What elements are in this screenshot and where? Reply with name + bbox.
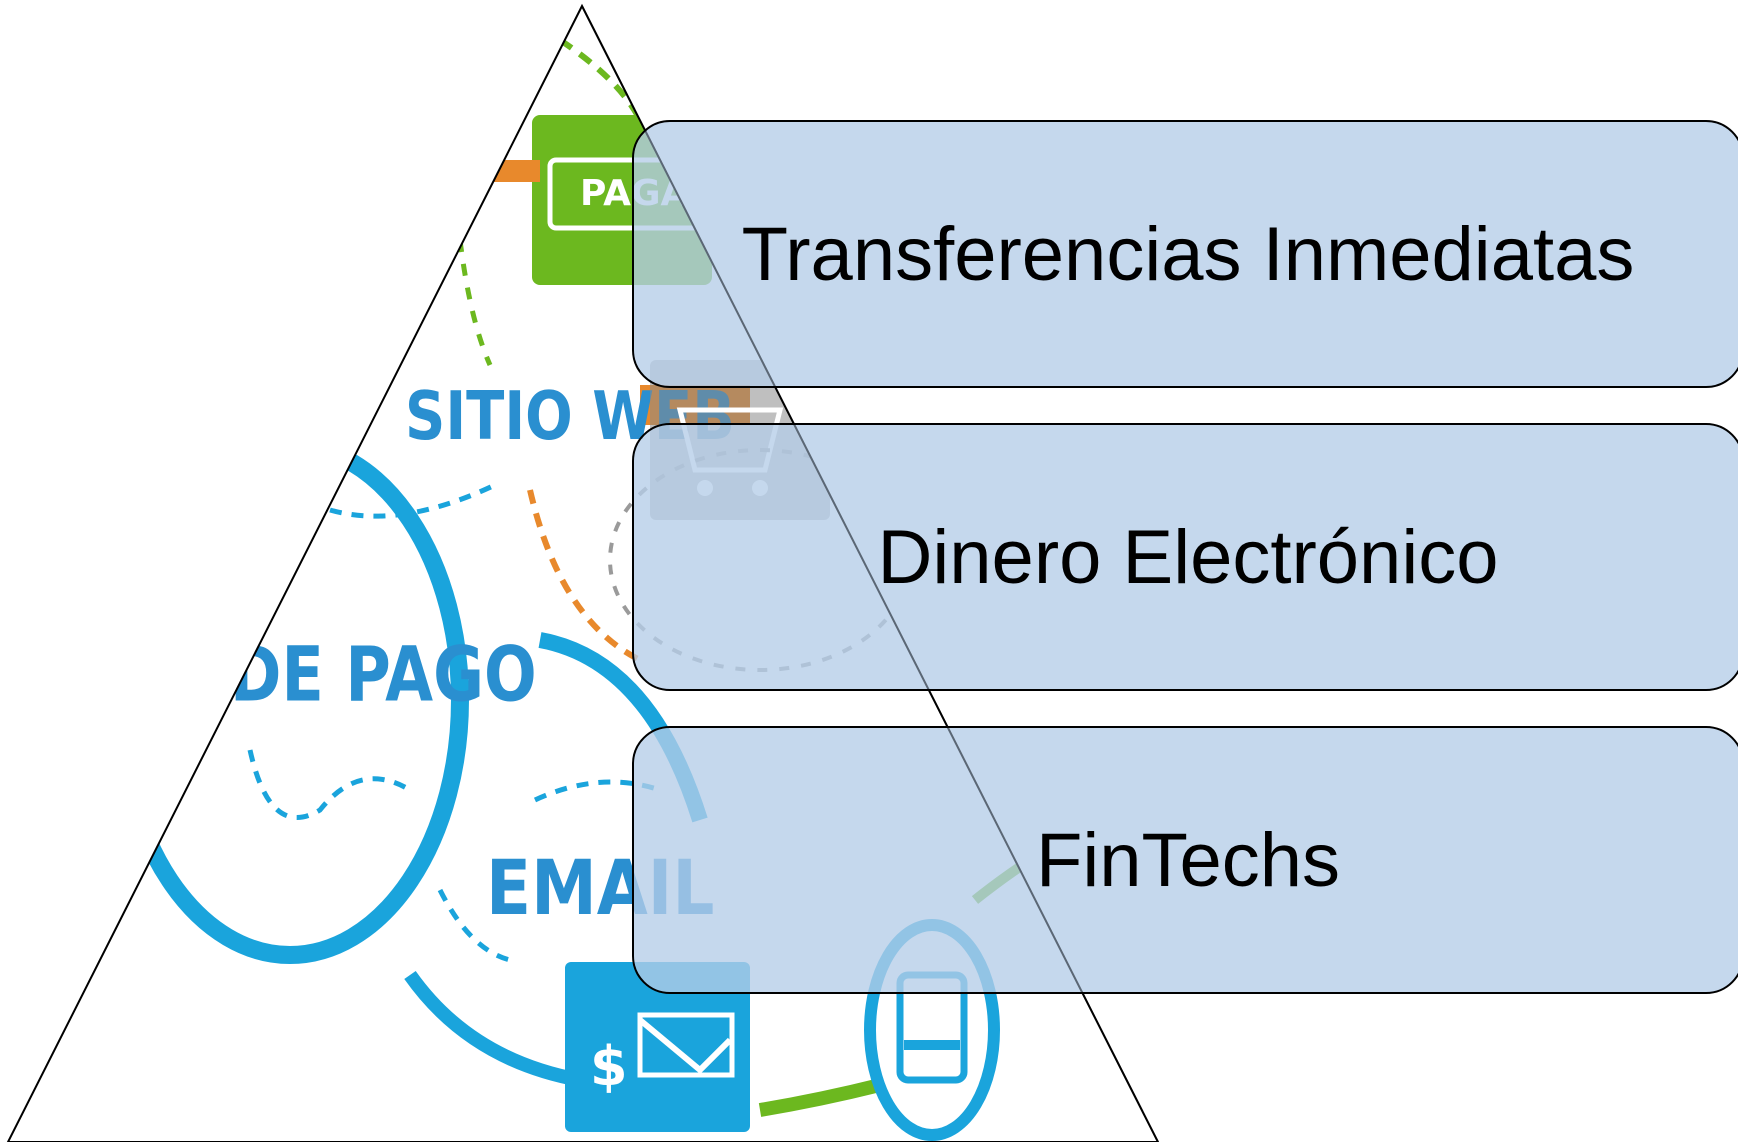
tier-box-fintechs: FinTechs [632,726,1738,994]
de-pago-label: DE PAGO [230,631,537,718]
tier-box-dinero-electronico: Dinero Electrónico [632,423,1738,691]
svg-text:$: $ [590,1035,628,1098]
payment-illustration: PAGAR SITIO WEB DE PAGO EMAIL [111,37,1033,1141]
money-envelope-icon: $ [565,962,750,1132]
tier-label: Dinero Electrónico [877,514,1499,600]
tier-label: FinTechs [1035,817,1341,903]
tier-label: Transferencias Inmediatas [741,211,1635,297]
tier-box-transferencias-inmediatas: Transferencias Inmediatas [632,120,1738,388]
